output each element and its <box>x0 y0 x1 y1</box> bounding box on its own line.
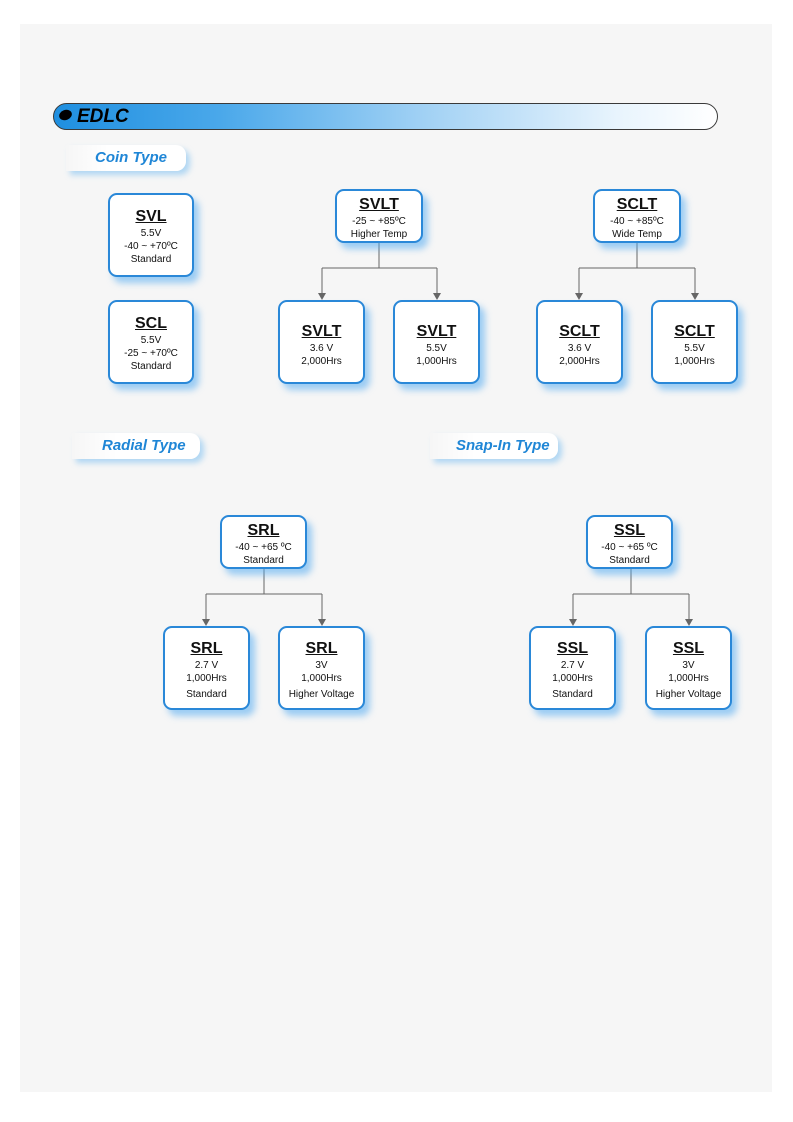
node-line: Higher Temp <box>350 229 408 240</box>
node-srl-parent: SRL -40 ~ +65 ºC Standard <box>220 515 307 569</box>
node-name: SSL <box>613 522 646 539</box>
arrowhead <box>202 619 210 626</box>
node-srl-2-7v: SRL 2.7 V 1,000Hrs Standard <box>163 626 250 710</box>
node-sclt-parent: SCLT -40 ~ +85ºC Wide Temp <box>593 189 681 243</box>
node-line: -40 ~ +65 ºC <box>235 542 292 553</box>
node-line: 5.5V <box>684 343 705 354</box>
node-line: 5.5V <box>140 335 162 346</box>
node-name: SCLT <box>616 196 658 213</box>
node-scl: SCL 5.5V -25 ~ +70ºC Standard <box>108 300 194 384</box>
node-name: SSL <box>556 640 589 657</box>
node-line: Standard <box>609 555 650 566</box>
node-line: Standard <box>243 555 284 566</box>
connector-sclt <box>578 243 696 295</box>
connector-ssl <box>572 569 690 621</box>
node-name: SVLT <box>416 323 457 340</box>
node-line: 1,000Hrs <box>552 673 593 684</box>
node-line: 3.6 V <box>567 343 592 354</box>
node-line: 1,000Hrs <box>674 356 715 367</box>
node-line: 3.6 V <box>309 343 334 354</box>
radial-type-label: Radial Type <box>102 437 186 454</box>
node-name: SVL <box>135 208 167 225</box>
node-line: 5.5V <box>426 343 447 354</box>
arrowhead <box>691 293 699 300</box>
node-line: 2.7 V <box>560 660 585 671</box>
node-line: 2.7 V <box>194 660 219 671</box>
node-line: Standard <box>130 254 172 265</box>
connector-srl <box>205 569 323 621</box>
node-line: 1,000Hrs <box>301 673 342 684</box>
node-line: Wide Temp <box>612 229 662 240</box>
node-line: 3V <box>315 660 328 671</box>
snap-in-type-label: Snap-In Type <box>456 437 550 454</box>
node-line: 2,000Hrs <box>559 356 600 367</box>
node-ssl-3v: SSL 3V 1,000Hrs Higher Voltage <box>645 626 732 710</box>
node-name: SCL <box>135 315 167 332</box>
node-srl-3v: SRL 3V 1,000Hrs Higher Voltage <box>278 626 365 710</box>
node-svl: SVL 5.5V -40 ~ +70ºC Standard <box>108 193 194 277</box>
node-sclt-5-5v: SCLT 5.5V 1,000Hrs <box>651 300 738 384</box>
banner-title: EDLC <box>77 106 129 127</box>
node-line: Higher Voltage <box>655 689 722 700</box>
node-name: SCLT <box>674 323 715 340</box>
node-svlt-parent: SVLT -25 ~ +85ºC Higher Temp <box>335 189 423 243</box>
node-line: 1,000Hrs <box>668 673 709 684</box>
node-name: SCLT <box>559 323 600 340</box>
arrowhead <box>433 293 441 300</box>
node-line: 1,000Hrs <box>416 356 457 367</box>
connector-svlt <box>321 243 438 295</box>
node-svlt-3-6v: SVLT 3.6 V 2,000Hrs <box>278 300 365 384</box>
node-ssl-2-7v: SSL 2.7 V 1,000Hrs Standard <box>529 626 616 710</box>
node-line: 1,000Hrs <box>186 673 227 684</box>
node-name: SRL <box>190 640 223 657</box>
node-line: -25 ~ +85ºC <box>352 216 406 227</box>
node-line: 2,000Hrs <box>301 356 342 367</box>
edlc-banner: EDLC <box>53 103 718 130</box>
node-name: SRL <box>247 522 280 539</box>
node-name: SVLT <box>301 323 342 340</box>
arrowhead <box>685 619 693 626</box>
node-line: 5.5V <box>140 228 162 239</box>
snap-in-type-tab <box>430 433 558 459</box>
node-name: SVLT <box>359 196 399 213</box>
node-line: -40 ~ +70ºC <box>124 241 178 252</box>
arrowhead <box>318 619 326 626</box>
node-line: Higher Voltage <box>288 689 355 700</box>
node-line: Standard <box>130 361 172 372</box>
coin-type-tab <box>66 145 186 171</box>
node-name: SRL <box>305 640 338 657</box>
node-line: -25 ~ +70ºC <box>124 348 178 359</box>
node-line: Standard <box>186 689 227 700</box>
node-sclt-3-6v: SCLT 3.6 V 2,000Hrs <box>536 300 623 384</box>
node-name: SSL <box>672 640 705 657</box>
radial-type-tab <box>72 433 200 459</box>
node-ssl-parent: SSL -40 ~ +65 ºC Standard <box>586 515 673 569</box>
coin-type-label: Coin Type <box>95 149 167 166</box>
node-line: -40 ~ +85ºC <box>610 216 664 227</box>
node-line: Standard <box>552 689 593 700</box>
node-line: 3V <box>682 660 695 671</box>
arrowhead <box>569 619 577 626</box>
arrowhead <box>318 293 326 300</box>
node-line: -40 ~ +65 ºC <box>601 542 658 553</box>
node-svlt-5-5v: SVLT 5.5V 1,000Hrs <box>393 300 480 384</box>
arrowhead <box>575 293 583 300</box>
